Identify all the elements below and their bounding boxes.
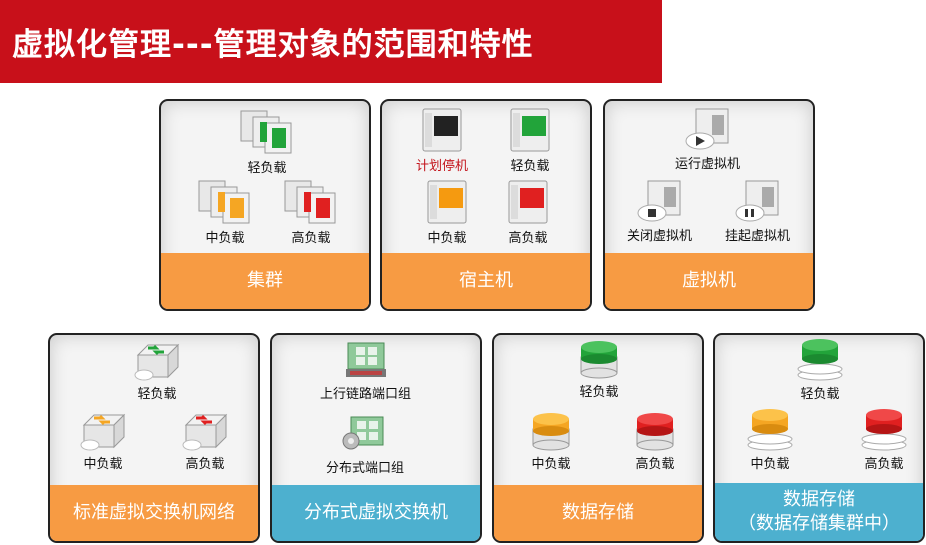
item-label: 轻负载 — [800, 387, 840, 402]
datastore-cluster-medium-load[interactable]: 中负载 — [745, 407, 795, 472]
item-label: 高负载 — [864, 457, 904, 472]
switch-red-icon — [182, 413, 228, 451]
page-title: 虚拟化管理---管理对象的范围和特性 — [12, 27, 534, 63]
database-stack-red-icon — [861, 409, 907, 451]
item-label: 轻负载 — [247, 161, 287, 176]
datastore-cluster-high-load[interactable]: 高负载 — [859, 407, 909, 472]
host-high-load[interactable]: 高负载 — [505, 179, 551, 246]
server-cluster-green-icon — [240, 110, 292, 154]
server-cluster-red-icon — [284, 180, 336, 224]
item-label: 中负载 — [83, 457, 123, 472]
datastore-high-load[interactable]: 高负载 — [634, 411, 676, 472]
database-stack-green-icon — [797, 339, 843, 381]
item-label: 高负载 — [291, 231, 331, 246]
footer-label: 分布式虚拟交换机 — [304, 502, 448, 523]
item-label: 挂起虚拟机 — [725, 229, 791, 244]
vm-suspended[interactable]: 挂起虚拟机 — [725, 179, 790, 244]
card-footer: 虚拟机 — [605, 253, 813, 309]
uplink-port-group-icon — [345, 342, 386, 377]
item-label: 高负载 — [508, 231, 548, 246]
datastore-medium-load[interactable]: 中负载 — [530, 411, 572, 472]
server-black-icon — [422, 108, 462, 152]
switch-green-icon — [134, 343, 180, 381]
card-footer: 标准虚拟交换机网络 — [50, 485, 258, 541]
item-label: 高负载 — [185, 457, 225, 472]
cluster-medium-load[interactable]: 中负载 — [197, 179, 253, 246]
server-green-icon — [510, 108, 550, 152]
vm-paused-icon — [735, 180, 778, 222]
item-label: 轻负载 — [137, 387, 177, 402]
footer-label: 数据存储 — [562, 502, 634, 523]
card-standard-vswitch[interactable]: 轻负载 中负载 高负载 标准虚拟交换机网络 — [48, 333, 260, 543]
vswitch-medium-load[interactable]: 中负载 — [80, 411, 126, 472]
uplink-port-group[interactable]: 上行链路端口组 — [320, 339, 411, 402]
card-footer: 宿主机 — [382, 253, 590, 309]
item-label: 中负载 — [205, 231, 245, 246]
datastore-light-load[interactable]: 轻负载 — [578, 339, 620, 400]
item-label: 分布式端口组 — [326, 461, 405, 476]
card-cluster[interactable]: 轻负载 中负载 高负载 集群 — [159, 99, 371, 311]
item-label: 关闭虚拟机 — [627, 229, 693, 244]
footer-label-line2: （数据存储集群中） — [738, 513, 900, 534]
database-stack-yellow-icon — [747, 409, 793, 451]
vswitch-light-load[interactable]: 轻负载 — [134, 341, 180, 402]
server-orange-icon — [427, 180, 467, 224]
database-red-icon — [636, 413, 674, 451]
title-banner: 虚拟化管理---管理对象的范围和特性 — [0, 0, 662, 83]
item-label: 中负载 — [750, 457, 790, 472]
card-footer: 数据存储 （数据存储集群中） — [715, 483, 923, 541]
item-label: 中负载 — [427, 231, 467, 246]
footer-label: 集群 — [247, 270, 283, 291]
card-datastore[interactable]: 轻负载 中负载 高负载 数据存储 — [492, 333, 704, 543]
item-label: 上行链路端口组 — [320, 387, 412, 402]
card-distributed-vswitch[interactable]: 上行链路端口组 分布式端口组 分布式虚拟交换机 — [270, 333, 482, 543]
switch-orange-icon — [80, 413, 126, 451]
host-light-load[interactable]: 轻负载 — [507, 107, 553, 174]
host-medium-load[interactable]: 中负载 — [424, 179, 470, 246]
footer-label: 宿主机 — [459, 270, 513, 291]
item-label: 中负载 — [531, 457, 571, 472]
item-label: 计划停机 — [416, 159, 469, 174]
card-footer: 分布式虚拟交换机 — [272, 485, 480, 541]
item-label: 运行虚拟机 — [675, 157, 741, 172]
cluster-high-load[interactable]: 高负载 — [283, 179, 339, 246]
distributed-port-group[interactable]: 分布式端口组 — [326, 413, 404, 476]
card-footer: 数据存储 — [494, 485, 702, 541]
database-yellow-icon — [532, 413, 570, 451]
item-label: 高负载 — [635, 457, 675, 472]
vm-powered-off[interactable]: 关闭虚拟机 — [627, 179, 692, 244]
item-label: 轻负载 — [510, 159, 550, 174]
vm-running-icon — [685, 108, 728, 150]
vm-running[interactable]: 运行虚拟机 — [675, 107, 740, 172]
server-red-icon — [508, 180, 548, 224]
card-datastore-cluster[interactable]: 轻负载 中负载 高负载 数据存储 （数据存储集群中） — [713, 333, 925, 543]
footer-label-line1: 数据存储 — [783, 489, 855, 510]
card-footer: 集群 — [161, 253, 369, 309]
distributed-port-group-icon — [342, 416, 384, 450]
card-host[interactable]: 计划停机 轻负载 中负载 高负载 宿主机 — [380, 99, 592, 311]
footer-label: 标准虚拟交换机网络 — [73, 502, 235, 523]
database-green-icon — [580, 341, 618, 379]
vm-stopped-icon — [637, 180, 680, 222]
host-planned-downtime[interactable]: 计划停机 — [416, 107, 468, 174]
footer-label: 虚拟机 — [682, 270, 736, 291]
datastore-cluster-light-load[interactable]: 轻负载 — [795, 337, 845, 402]
item-label: 轻负载 — [579, 385, 619, 400]
card-vm[interactable]: 运行虚拟机 关闭虚拟机 挂起虚拟机 虚拟机 — [603, 99, 815, 311]
cluster-light-load[interactable]: 轻负载 — [239, 109, 295, 176]
server-cluster-orange-icon — [198, 180, 250, 224]
vswitch-high-load[interactable]: 高负载 — [182, 411, 228, 472]
